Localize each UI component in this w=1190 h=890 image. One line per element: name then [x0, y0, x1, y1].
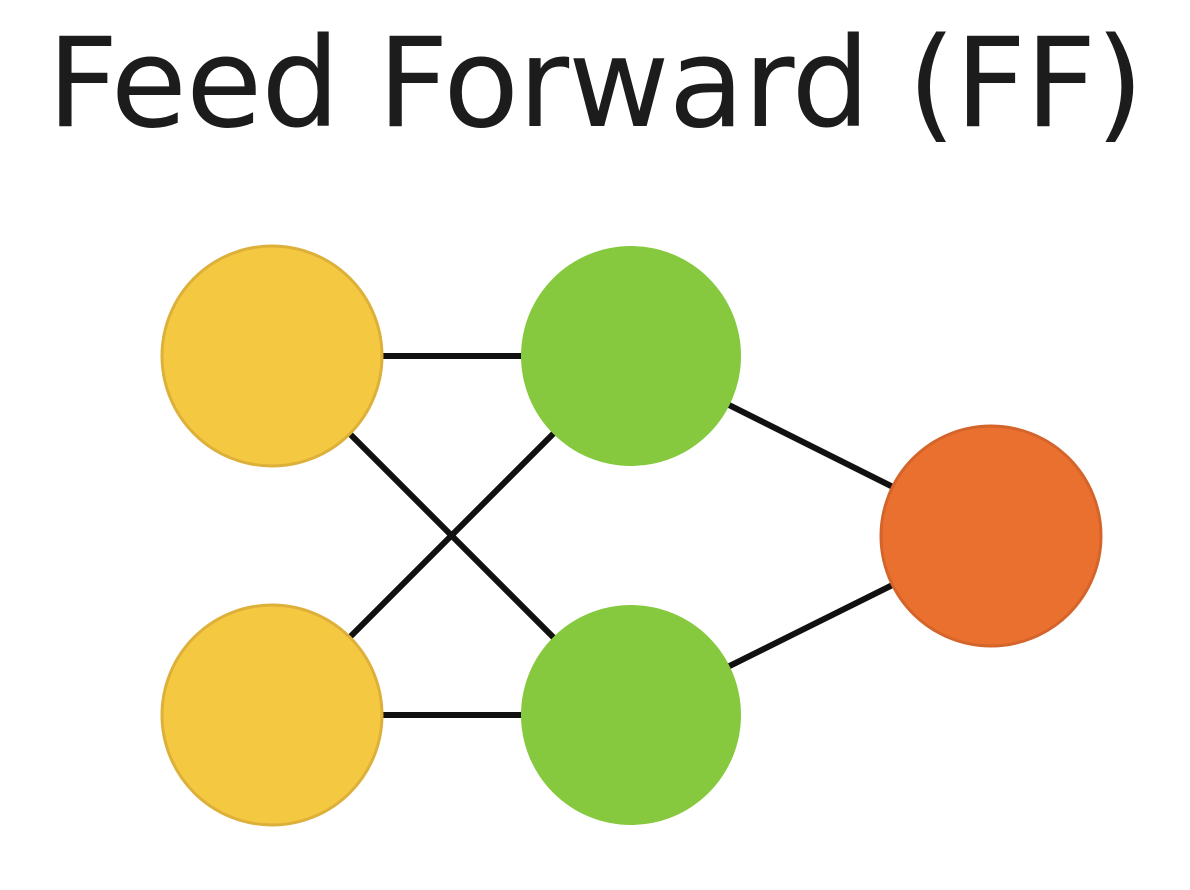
nodes: [160, 244, 1103, 827]
hidden-node-1: [521, 246, 741, 466]
output-node-1: [879, 424, 1103, 648]
hidden-node-2: [521, 605, 741, 825]
input-node-2: [160, 603, 384, 827]
input-node-1: [160, 244, 384, 468]
diagram-title: Feed Forward (FF): [47, 12, 1144, 156]
